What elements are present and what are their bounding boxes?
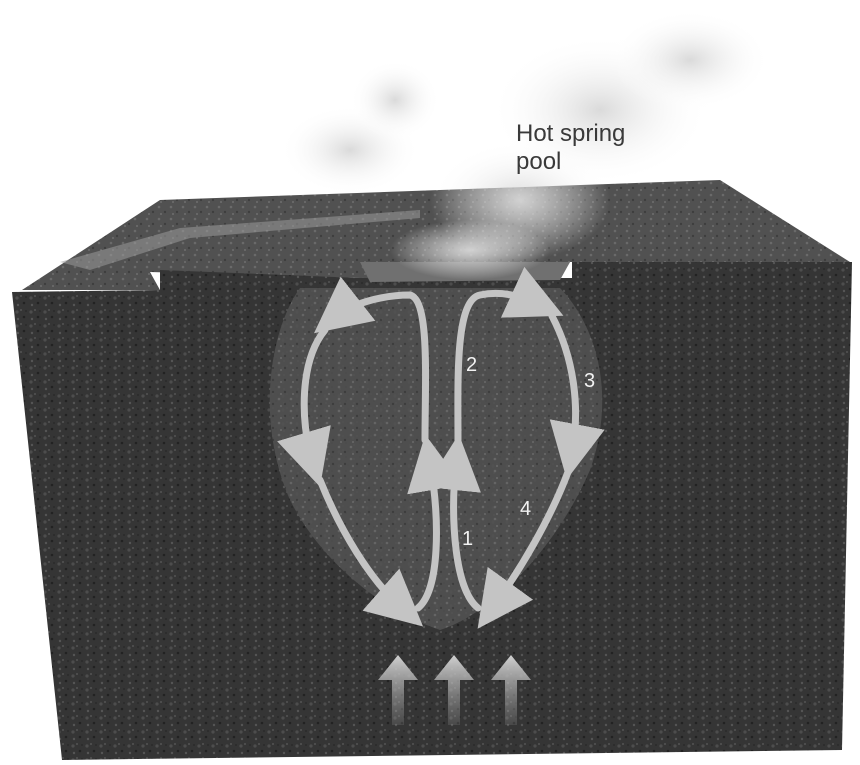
pool-label-line1: Hot spring bbox=[516, 120, 625, 148]
hot-spring-pool-label: Hot spring pool bbox=[516, 120, 625, 176]
flow-step-1-label: 1 bbox=[462, 528, 473, 551]
upward-heat-arrow-icon bbox=[378, 655, 531, 725]
flow-step-4-label: 4 bbox=[520, 498, 531, 521]
flow-step-3-label: 3 bbox=[584, 370, 595, 393]
flow-step-2-label: 2 bbox=[466, 354, 477, 377]
pool-label-line2: pool bbox=[516, 148, 625, 176]
